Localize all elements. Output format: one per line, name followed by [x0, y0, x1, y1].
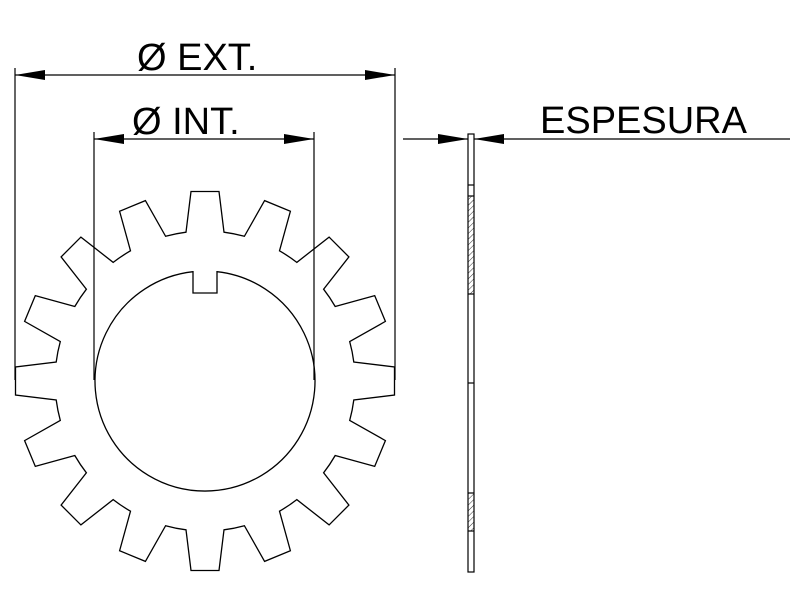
thickness-arrow-left [438, 134, 468, 144]
outer-diameter-label: Ø EXT. [137, 37, 257, 79]
inner-bore-with-tab [94, 270, 316, 492]
outer-arrow-right [365, 70, 395, 80]
outer-arrow-left [15, 70, 45, 80]
side-profile [467, 133, 475, 573]
outer-diameter-dimension: Ø EXT. [14, 37, 396, 380]
inner-arrow-left [94, 134, 124, 144]
outer-toothed-profile [14, 190, 396, 572]
washer-side-view [467, 133, 475, 573]
side-hatch-lower [468, 493, 474, 531]
inner-diameter-label: Ø INT. [132, 101, 240, 143]
inner-diameter-dimension: Ø INT. [93, 101, 315, 380]
thickness-dimension: ESPESURA [403, 100, 790, 144]
inner-arrow-right [284, 134, 314, 144]
thickness-label: ESPESURA [540, 100, 748, 142]
thickness-arrow-right [474, 134, 504, 144]
washer-front-view [14, 190, 396, 572]
side-hatch-upper [468, 196, 474, 294]
